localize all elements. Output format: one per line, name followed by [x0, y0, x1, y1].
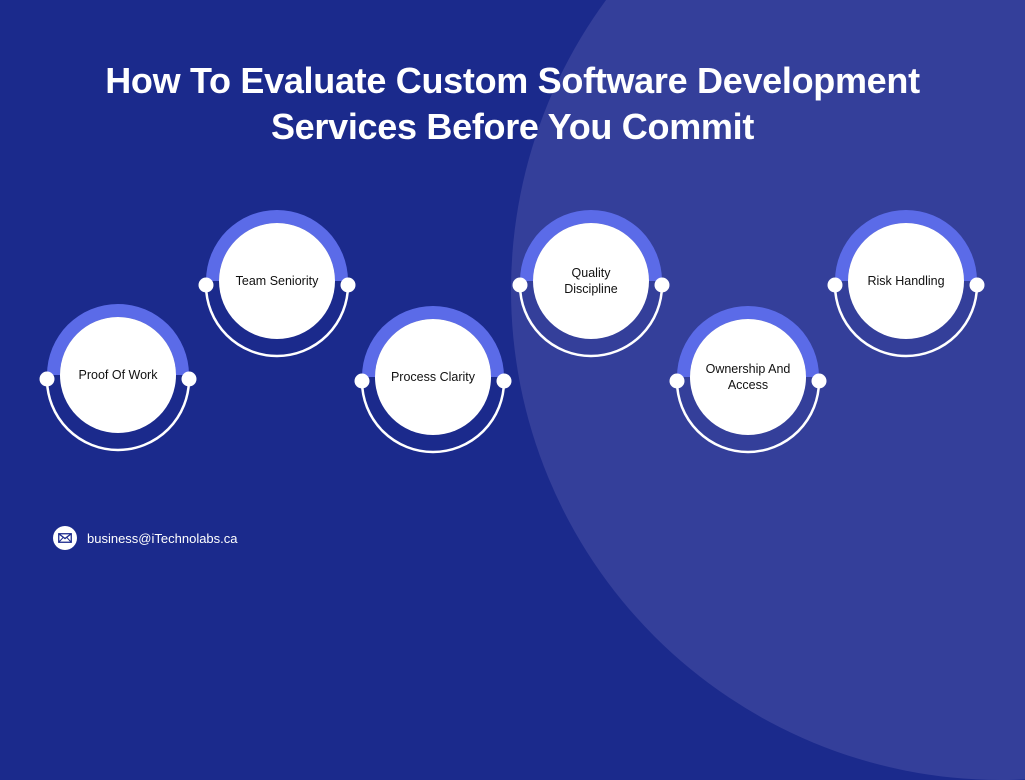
footer-contact: business@iTechnolabs.ca: [53, 526, 238, 550]
step-node-risk-handling: Risk Handling: [826, 201, 986, 361]
page-title: How To Evaluate Custom Software Developm…: [0, 58, 1025, 150]
step-label: Team Seniority: [235, 274, 319, 288]
node-ring-icon: [39, 304, 197, 452]
step-node-process-clarity: Process Clarity: [353, 297, 513, 457]
node-ring-icon: [827, 210, 985, 358]
node-ring-icon: [198, 210, 356, 358]
step-label: Quality Discipline: [564, 266, 618, 296]
step-label: Process Clarity: [390, 370, 476, 384]
contact-email-link[interactable]: business@iTechnolabs.ca: [87, 530, 238, 546]
title-line-2: Services Before You Commit: [270, 106, 755, 147]
step-node-ownership-and-access: Ownership And Access: [668, 297, 828, 457]
mail-icon: [53, 526, 77, 550]
step-label: Risk Handling: [867, 274, 945, 288]
step-node-team-seniority: Team Seniority: [197, 201, 357, 361]
step-label: Ownership And Access: [705, 362, 791, 392]
title-line-1: How To Evaluate Custom Software Developm…: [105, 60, 920, 101]
node-ring-icon: [354, 306, 512, 454]
step-node-quality-discipline: Quality Discipline: [511, 201, 671, 361]
step-node-proof-of-work: Proof Of Work: [38, 295, 198, 455]
node-ring-icon: [669, 306, 827, 454]
step-label: Proof Of Work: [78, 368, 158, 382]
node-ring-icon: [512, 210, 670, 358]
